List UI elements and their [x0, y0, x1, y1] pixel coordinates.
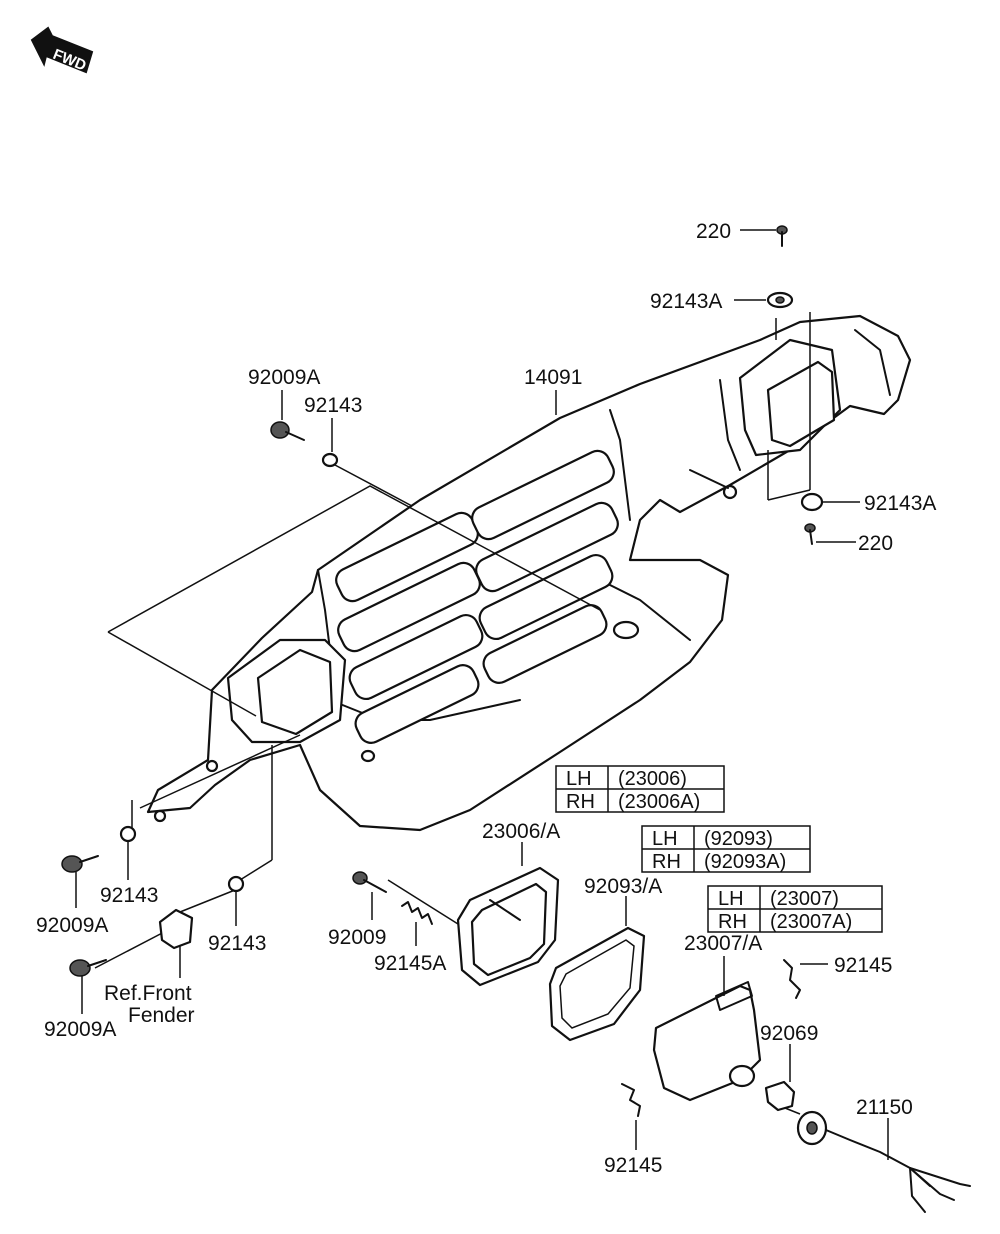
t92093-row2-side: RH — [652, 851, 681, 873]
label-92009: 92009 — [328, 926, 386, 949]
headlight-rim — [456, 866, 560, 987]
fwd-arrow-icon: FWD — [30, 26, 94, 75]
t92093-row2-part: (92093A) — [704, 851, 786, 873]
t92093-row1-part: (92093) — [704, 828, 773, 850]
bolt-92009A-left — [61, 855, 99, 873]
t23007-row1-side: LH — [718, 888, 744, 910]
label-92145-right: 92145 — [834, 954, 892, 977]
grommet-92143A-right — [800, 492, 824, 512]
label-92143-low: 92143 — [208, 932, 266, 955]
label-ref-front-line2: Fender — [128, 1004, 195, 1027]
label-23006A: 23006/A — [482, 820, 560, 843]
clip-92145-bottom — [621, 1083, 641, 1117]
alignment-lines — [94, 312, 811, 1115]
label-92093A: 92093/A — [584, 875, 662, 898]
t23006-row2-side: RH — [566, 791, 595, 813]
label-92145A: 92145A — [374, 952, 446, 975]
screw-92009 — [352, 871, 387, 893]
table-23007: LH (23007) RH (23007A) — [707, 885, 883, 933]
label-92143-mid: 92143 — [100, 884, 158, 907]
screw-220-right — [804, 523, 816, 545]
label-92009A-bottom: 92009A — [44, 1018, 116, 1041]
washer-92143-mid — [119, 825, 137, 843]
label-92069: 92069 — [760, 1022, 818, 1045]
headlight-unit — [652, 981, 762, 1102]
label-ref-front-line1: Ref.Front — [104, 982, 192, 1005]
bracket-front-fender — [158, 908, 194, 978]
label-92143A-top: 92143A — [650, 290, 722, 313]
label-92143A-right: 92143A — [864, 492, 936, 515]
washer-92143-top — [321, 452, 339, 468]
t92093-row1-side: LH — [652, 828, 678, 850]
label-14091: 14091 — [524, 366, 582, 389]
label-92145-bottom: 92145 — [604, 1154, 662, 1177]
t23007-row2-part: (23007A) — [770, 911, 852, 933]
label-220-right: 220 — [858, 532, 893, 555]
socket-harness — [796, 1110, 971, 1213]
label-23007A: 23007/A — [684, 932, 762, 955]
t23006-row1-side: LH — [566, 768, 592, 790]
washer-92143-low — [227, 875, 245, 893]
grommet-92143A-top — [766, 291, 794, 309]
screw-220-top — [776, 225, 788, 247]
leader-lines — [75, 229, 889, 1160]
t23006-row1-part: (23006) — [618, 768, 687, 790]
headlight-gasket — [548, 926, 646, 1042]
bulb — [764, 1080, 796, 1112]
t23007-row2-side: RH — [718, 911, 747, 933]
t23007-row1-part: (23007) — [770, 888, 839, 910]
label-92009A-top: 92009A — [248, 366, 320, 389]
bolt-92009A-top — [270, 421, 305, 441]
part-labels: 220 92143A 14091 92009A 92143 92143A 220… — [36, 220, 936, 1177]
label-92143-top: 92143 — [304, 394, 362, 417]
table-92093: LH (92093) RH (92093A) — [641, 825, 811, 873]
table-23006: LH (23006) RH (23006A) — [555, 765, 725, 813]
t23006-row2-part: (23006A) — [618, 791, 700, 813]
label-220-top: 220 — [696, 220, 731, 243]
clip-92145-right — [783, 959, 801, 999]
label-21150: 21150 — [856, 1096, 913, 1119]
spring-92145A — [401, 901, 433, 925]
label-92009A-left: 92009A — [36, 914, 108, 937]
bolt-92009A-bottom — [69, 959, 107, 977]
headlight-cowl — [146, 314, 912, 832]
